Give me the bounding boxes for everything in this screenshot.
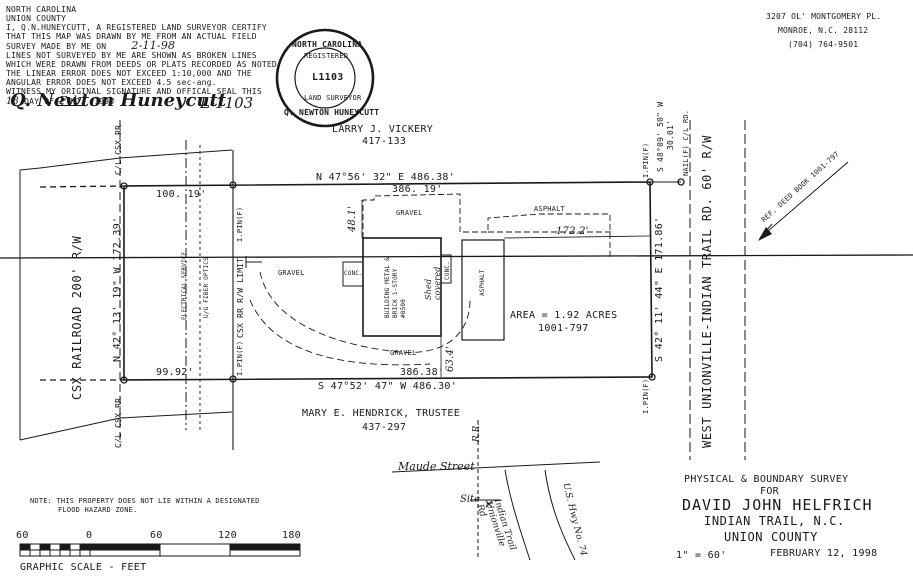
title-client: DAVID JOHN HELFRICH	[682, 496, 873, 514]
conc-label: CONC.	[344, 270, 364, 277]
shed-label: Shed covered	[424, 266, 442, 300]
adjoiner-north-name: LARRY J. VICKERY	[332, 124, 434, 135]
scale-tick: 60	[16, 530, 29, 541]
seal-number: L1103	[312, 72, 344, 83]
dist-setback-south: 63.4'	[445, 345, 456, 372]
dist-south-east: 386.38'	[400, 367, 445, 378]
bearing-north: N 47°56' 32" E 486.38'	[316, 172, 456, 183]
dist-north-east: 386. 19'	[392, 184, 443, 195]
scale-tick: 120	[218, 530, 237, 541]
scale-tick: 60	[150, 530, 163, 541]
scale-tick: 0	[86, 530, 93, 541]
cert-line: THAT THIS MAP WAS DRAWN BY ME FROM AN AC…	[6, 32, 257, 41]
cert-line: UNION COUNTY	[6, 14, 67, 23]
dist-north-west: 100. 19'	[156, 189, 207, 200]
graphic-scale-bar	[19, 543, 301, 557]
seal-top: NORTH CAROLINA	[292, 40, 363, 49]
electrical-label: ELECTRICAL SERVICE	[181, 251, 188, 320]
title-date: FEBRUARY 12, 1998	[770, 548, 878, 559]
cert-line: NORTH CAROLINA	[6, 5, 77, 14]
building-outline	[362, 237, 442, 337]
cl-csx-bottom: C/L CSX RR	[114, 397, 123, 448]
surveyor-signature: Q. Newton Huneycutt	[10, 90, 227, 111]
bearing-ne-tie: S 48°09' 50" W	[656, 101, 665, 172]
cert-line: LINES NOT SURVEYED BY ME ARE SHOWN AS BR…	[6, 51, 257, 60]
conc-small-label: CONC.	[444, 260, 451, 280]
gravel-label: GRAVEL	[278, 269, 305, 277]
cert-line: WITNESS MY ORIGINAL SIGNATURE AND OFFICA…	[6, 87, 262, 96]
ipf-nw: I.PIN(F)	[236, 206, 244, 242]
gravel-label: GRAVEL	[390, 349, 417, 357]
area-deed: 1001-797	[538, 323, 589, 334]
survey-date: 2-11-98	[131, 39, 176, 52]
scale-caption: GRAPHIC SCALE - FEET	[20, 562, 147, 573]
flood-note-line1: NOTE: THIS PROPERTY DOES NOT LIE WITHIN …	[30, 497, 260, 505]
address-line1: 3207 OL' MONTGOMERY PL.	[766, 12, 882, 21]
property-boundary	[123, 181, 653, 381]
vicinity-rr: R.R.	[472, 422, 482, 442]
road-centerline	[0, 254, 913, 259]
dist-setback-east: 172.2'	[556, 226, 589, 237]
building-label: BUILDING METAL & BRICK 1-STORY #8500	[384, 257, 407, 318]
surveyor-license: L-1103	[200, 94, 254, 112]
certificate-block: NORTH CAROLINA UNION COUNTY I, Q.N.HUNEY…	[6, 5, 277, 107]
seal-mid: REGISTERED	[304, 52, 349, 60]
title-county: UNION COUNTY	[724, 530, 818, 544]
dist-south-west: 99.92'	[156, 367, 194, 378]
cert-day: 13	[6, 96, 20, 107]
ipf-sw: I.PIN(F)	[236, 340, 244, 376]
seal-bottom-label: LAND SURVEYOR	[304, 94, 362, 102]
ipf-ne: I.PIN(F)	[642, 142, 650, 178]
bearing-ne-tie-dist: 30.01'	[666, 119, 675, 150]
railroad-label: CSX RAILROAD 200' R/W	[70, 235, 84, 400]
gravel-label: GRAVEL	[396, 209, 423, 217]
cert-line: THE LINEAR ERROR DOES NOT EXCEED 1:10,00…	[6, 69, 252, 78]
bearing-east: S 42° 11' 44" E 171.86'	[654, 216, 665, 362]
title-line2: FOR	[760, 486, 779, 497]
cert-line: WHICH WERE DRAWN FROM DEEDS OR PLATS REC…	[6, 60, 277, 69]
cert-line: I, Q.N.HUNEYCUTT, A REGISTERED LAND SURV…	[6, 23, 267, 32]
area-text: AREA = 1.92 ACRES	[510, 310, 618, 321]
seal-name: Q. NEWTON HUNEYCUTT	[284, 108, 380, 117]
cert-month: Feb.	[59, 94, 85, 107]
adjoiner-south-deed: 437-297	[362, 422, 407, 433]
adjoiner-north-deed: 417-133	[362, 136, 407, 147]
scale-tick: 180	[282, 530, 301, 541]
title-line1: PHYSICAL & BOUNDARY SURVEY	[684, 474, 849, 485]
flood-note-line2: FLOOD HAZARD ZONE.	[58, 506, 138, 514]
bearing-south: S 47°52' 47" W 486.30'	[318, 381, 458, 392]
cert-line: 13 DAY OF Feb. 1998	[6, 94, 115, 107]
asphalt-label: ASPHALT	[534, 205, 565, 213]
ipf-se: I.PIN(F)	[642, 378, 650, 414]
title-scale: 1" = 60'	[676, 550, 727, 561]
rr-limit-label: CSX RR R/W LIMIT	[236, 257, 245, 338]
cert-line: SURVEY MADE BY ME ON 2-11-98	[6, 39, 176, 52]
vicinity-sketch: ×	[391, 420, 601, 561]
bearing-west: N 42° 13' 19" W 172.39'	[112, 216, 123, 362]
nail-label: NAIL(F) C/L RD.	[682, 109, 690, 176]
road-label: WEST UNIONVILLE-INDIAN TRAIL RD. 60' R/W	[700, 135, 714, 448]
vicinity-street: Maude Street	[398, 460, 475, 473]
svg-text:×: ×	[484, 497, 494, 511]
dist-setback-north: 48.1'	[347, 205, 358, 232]
adjoiner-south-name: MARY E. HENDRICK, TRUSTEE	[302, 408, 461, 419]
address-line2: MONROE, N.C. 28112	[778, 26, 869, 35]
fiber-label: U/G FIBER OPTICS	[203, 257, 210, 318]
address-phone: (704) 764-9501	[788, 40, 859, 49]
vicinity-site: Site	[460, 494, 480, 505]
asphalt-pad	[461, 239, 505, 341]
cl-csx-top: C/L CSX RR	[114, 124, 123, 175]
surveyor-seal	[275, 28, 375, 128]
cert-line: ANGULAR ERROR DOES NOT EXCEED 4.5 sec-an…	[6, 78, 217, 87]
title-town: INDIAN TRAIL, N.C.	[704, 514, 845, 528]
asphalt-label: ASPHALT	[479, 269, 486, 296]
